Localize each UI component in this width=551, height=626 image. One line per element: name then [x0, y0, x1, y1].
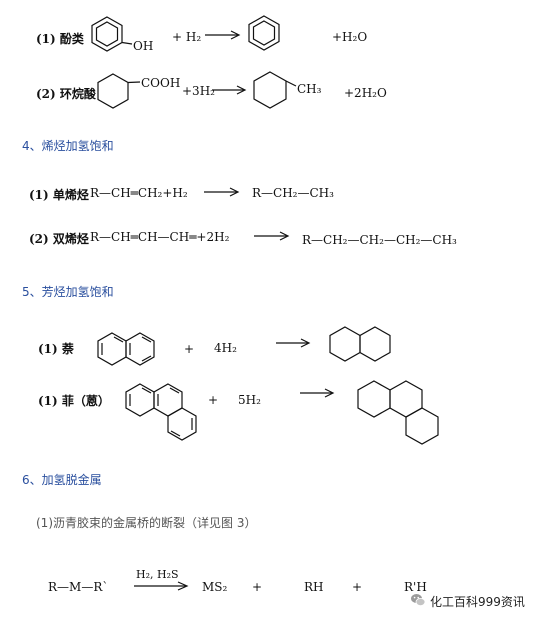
asphaltene-note: (1)沥青胶束的金属桥的断裂（详见图 3） — [36, 516, 257, 530]
metal-sulfide-product: MS₂ — [202, 580, 228, 594]
hydrogen-reagent-5: 4H₂ — [214, 341, 237, 355]
metal-complex-reactant: R—M—R` — [48, 580, 109, 594]
monoolefin-formula: R—CH═CH₂+H₂ — [90, 186, 188, 200]
r-prime-h-product: R'H — [404, 580, 427, 594]
diolefin-formula: R—CH═CH—CH═+2H₂ — [90, 230, 230, 244]
naphthenic-acid-label: (2) 环烷酸 — [36, 87, 96, 101]
arrow-row3 — [204, 187, 240, 197]
plus-sign-row7b: + — [352, 580, 363, 594]
water-product-2: +2H₂O — [344, 86, 387, 100]
methyl-group: CH₃ — [297, 82, 322, 96]
arrow-row2 — [212, 85, 247, 95]
phenol-label: (1) 酚类 — [36, 32, 84, 46]
section-heading-alkene: 4、烯烃加氢饱和 — [22, 139, 114, 153]
plus-sign-row7a: + — [252, 580, 263, 594]
benzene-product-ring — [248, 15, 280, 51]
rh-product: RH — [304, 580, 324, 594]
watermark-text: 化工百科999资讯 — [430, 595, 525, 609]
plus-sign-row5: + — [184, 342, 195, 356]
monoolefin-product: R—CH₂—CH₃ — [252, 186, 334, 200]
arrow-row4 — [254, 231, 290, 241]
phenanthrene-label: (1) 菲（蒽） — [38, 394, 110, 408]
arrow-row5 — [276, 338, 311, 348]
hydroxyl-group: OH — [133, 39, 154, 53]
reaction-condition: H₂, H₂S — [136, 568, 179, 581]
perhydrophenanthrene-structure — [357, 380, 439, 445]
hydrogen-reagent-2: +3H₂ — [182, 84, 215, 98]
hydrogen-reagent: + H₂ — [172, 30, 202, 44]
monoolefin-label: (1) 单烯烃 — [29, 188, 89, 202]
wechat-icon — [410, 592, 426, 608]
naphthalene-label: (1) 萘 — [38, 342, 74, 356]
decalin-structure — [329, 326, 391, 362]
naphthalene-structure — [97, 332, 155, 366]
diolefin-product: R—CH₂—CH₂—CH₂—CH₃ — [302, 233, 457, 247]
section-heading-aromatic: 5、芳烃加氢饱和 — [22, 285, 114, 299]
arrow-row7 — [134, 581, 189, 591]
water-product: +H₂O — [332, 30, 368, 44]
carboxyl-group: COOH — [141, 76, 181, 90]
cyclohexane-ring-product — [253, 71, 297, 109]
plus-sign-row6: + — [208, 393, 219, 407]
cyclohexane-ring-reactant — [97, 73, 141, 109]
phenol-benzene-ring — [91, 16, 133, 52]
section-heading-demetallization: 6、加氢脱金属 — [22, 473, 102, 487]
diolefin-label: (2) 双烯烃 — [29, 232, 89, 246]
arrow-row1 — [205, 30, 241, 40]
hydrogen-reagent-6: 5H₂ — [238, 393, 261, 407]
arrow-row6 — [300, 388, 335, 398]
phenanthrene-structure — [125, 383, 197, 441]
